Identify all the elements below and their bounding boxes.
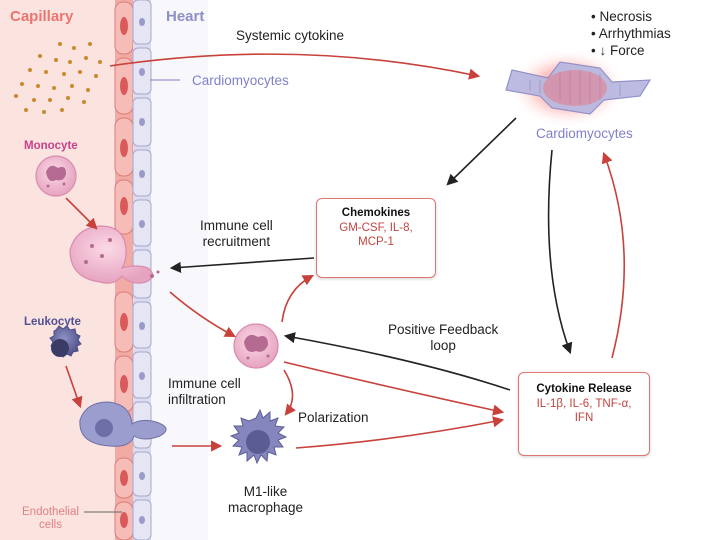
systemic-cytokine-label: Systemic cytokine [236, 28, 345, 43]
migrating-monocyte [69, 225, 160, 284]
chemokines-title: Chemokines [341, 207, 411, 219]
effect-item: Arrhythmias [591, 25, 671, 42]
arrow-macrophage-to-cytokine [295, 416, 505, 449]
cytokine-release-title: Cytokine Release [536, 383, 632, 395]
effects-list: Necrosis Arrhythmias ↓ Force [591, 8, 671, 59]
arrow-infiltration [169, 291, 236, 338]
leukocyte-label: Leukocyte [24, 316, 81, 328]
immune-recruitment-label: Immune cell recruitment [200, 218, 273, 249]
cardiomyocytes-tissue [505, 48, 652, 128]
effect-item: ↓ Force [591, 42, 671, 59]
arrow-systemic-cytokine [109, 53, 481, 80]
cytokine-release-box: Cytokine Release IL-1β, IL-6, TNF-α, IFN [518, 372, 650, 456]
chemokines-box: Chemokines GM-CSF, IL-8, MCP-1 [316, 198, 436, 278]
polarization-label: Polarization [298, 410, 369, 425]
arrow-cytokine-to-cardio [601, 151, 625, 359]
cytokine-particles [14, 42, 102, 114]
cardiomyocytes-wall-label: Cardiomyocytes [192, 73, 289, 88]
capillary-header: Capillary [10, 8, 74, 25]
arrow-recruitment [169, 257, 315, 273]
chemokines-items: GM-CSF, IL-8, MCP-1 [339, 222, 413, 249]
infiltrated-monocyte [233, 323, 279, 369]
arrow-cardio-to-chemokines [446, 117, 517, 186]
arrow-monocyte-to-cytokine [283, 361, 505, 416]
migrating-leukocyte [79, 401, 167, 447]
leukocyte-cell [49, 325, 82, 358]
m1-macrophage-cell [229, 408, 288, 465]
endothelial-label: Endothelial cells [22, 506, 79, 532]
arrow-leukocyte-migrate [65, 365, 83, 409]
arrow-to-chemokines [281, 274, 314, 323]
cytokine-release-items: IL-1β, IL-6, TNF-α, IFN [536, 398, 632, 425]
arrow-cardio-to-cytokine [547, 149, 573, 355]
effect-item: Necrosis [591, 8, 671, 25]
arrows [65, 53, 625, 513]
m1-macrophage-label: M1-like macrophage [228, 484, 304, 515]
arrow-positive-feedback [283, 332, 511, 391]
monocyte-label: Monocyte [24, 140, 78, 152]
positive-feedback-label: Positive Feedback loop [388, 322, 499, 353]
monocyte-cell [35, 155, 77, 197]
immune-infiltration-label: Immune cell infiltration [168, 376, 241, 407]
arrow-polarization [283, 369, 296, 416]
heart-header: Heart [166, 8, 205, 25]
arrow-monocyte-migrate [65, 197, 98, 230]
cardiomyocytes-top-label: Cardiomyocytes [536, 126, 633, 141]
